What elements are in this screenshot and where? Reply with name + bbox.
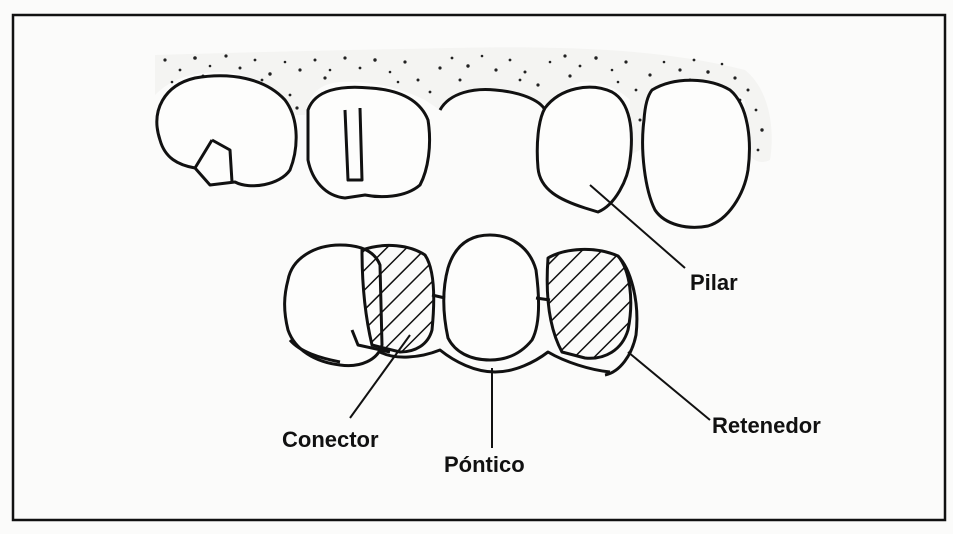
label-conector: Conector: [282, 427, 379, 452]
bridge: [285, 235, 637, 375]
label-pilar: Pilar: [690, 270, 738, 295]
upper-tooth-1: [157, 76, 296, 186]
leader-retenedor: [628, 352, 710, 420]
upper-tooth-4: [643, 80, 750, 227]
upper-tooth-abutment: [537, 87, 631, 212]
upper-tooth-2: [308, 87, 430, 198]
bridge-pontic: [444, 235, 539, 360]
label-retenedor: Retenedor: [712, 413, 821, 438]
upper-arch: [157, 76, 750, 228]
label-pontico: Póntico: [444, 452, 525, 477]
bridge-retainer-left: [362, 245, 434, 352]
bridge-retainer-right: [547, 249, 631, 358]
